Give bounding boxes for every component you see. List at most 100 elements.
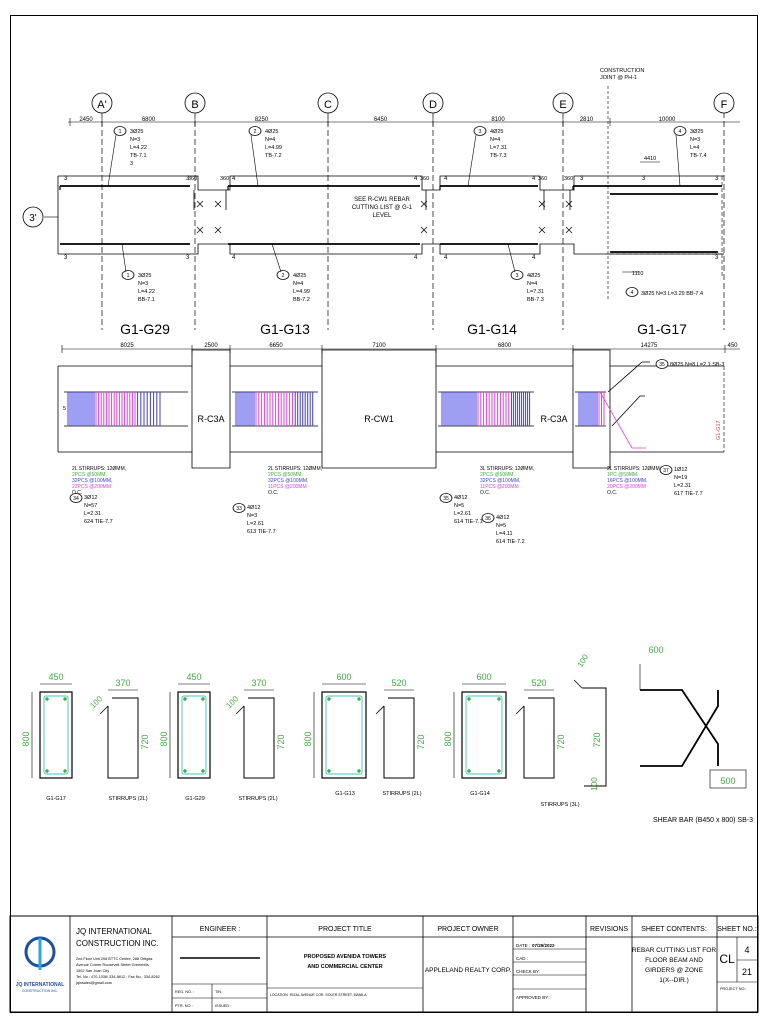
section-g29-outline bbox=[177, 691, 211, 779]
bottom-bar-label: 3Ø25 bbox=[138, 273, 151, 279]
tie-label: N=5 bbox=[454, 503, 464, 509]
shear-bar-dimbox bbox=[709, 769, 747, 789]
section-g14-rebar bbox=[467, 697, 471, 701]
elev-dim: 7100 bbox=[372, 343, 386, 349]
section-g29-rebar bbox=[183, 769, 187, 773]
top-bar-label: TB-7.1 bbox=[130, 153, 147, 159]
stirrup-note: 32PCS @100MM, bbox=[72, 478, 112, 484]
bar-tag-number: 36 bbox=[485, 516, 491, 522]
title-block-frame bbox=[9, 915, 759, 1013]
stirrup-3l-shape bbox=[582, 687, 607, 787]
project-title: AND COMMERCIAL CENTER bbox=[307, 964, 382, 970]
bar-tag-number: 1 bbox=[127, 273, 130, 279]
bottom-bar-label: 4Ø25 bbox=[527, 273, 540, 279]
elev-dim: 450 bbox=[727, 343, 738, 349]
section-g13-rebar bbox=[327, 769, 331, 773]
bar-tag-number: 3 bbox=[479, 129, 482, 135]
grid-bubble bbox=[184, 92, 206, 114]
company-address: jqinsales@gmail.com bbox=[75, 981, 112, 985]
label-leader bbox=[675, 134, 681, 187]
section-g17-height: 800 bbox=[21, 731, 31, 746]
bar-count: 5 bbox=[63, 406, 66, 412]
stirrup-3l-hook-top: 100 bbox=[576, 652, 591, 669]
cut-mark bbox=[538, 200, 546, 208]
bar-count: 4 bbox=[532, 255, 536, 261]
section-g13-width: 600 bbox=[336, 672, 351, 682]
tie-tag bbox=[439, 493, 453, 503]
label-leader bbox=[467, 134, 477, 187]
company-address: 1502 San Juan City bbox=[76, 969, 109, 973]
label-leader bbox=[507, 243, 516, 273]
dim-1110: 1110 bbox=[632, 271, 643, 277]
bar-tag-number: 4 bbox=[679, 129, 682, 135]
company-address: Avenue Corner Roosevelt Street Greenhill… bbox=[76, 963, 149, 967]
span-dim: 10000 bbox=[659, 117, 676, 123]
stirrup-g29-height: 720 bbox=[276, 734, 286, 749]
top-bar-label: 3Ø25 bbox=[690, 129, 703, 135]
approved-label: APPROVED BY : bbox=[516, 995, 551, 1000]
stirrup-note: 20PCS @200MM bbox=[607, 484, 646, 490]
tie-label: 4Ø12 bbox=[496, 515, 509, 521]
girder-name: G1-G29 bbox=[120, 321, 170, 337]
bar-count: 4 bbox=[532, 176, 536, 182]
project-title: PROPOSED AVENIDA TOWERS bbox=[304, 954, 387, 960]
top-bar-label: 3Ø25 bbox=[130, 129, 143, 135]
tie-label: 613 TIE-7.7 bbox=[247, 529, 276, 535]
stirrup-g17-height: 720 bbox=[140, 734, 150, 749]
location-label: LOCATION : bbox=[270, 993, 290, 997]
bottom-bar-label: N=4 bbox=[527, 281, 537, 287]
issued-label: ISSUED : bbox=[215, 1004, 231, 1008]
bottom-bar-tag bbox=[276, 270, 290, 280]
bottom-bar-label: BB-7.1 bbox=[138, 297, 155, 303]
bottom-bar-label: N=4 bbox=[293, 281, 303, 287]
section-g14-rebar bbox=[497, 697, 501, 701]
shear-bar-bottom: 500 bbox=[720, 776, 735, 786]
stirrup-g29-width: 370 bbox=[251, 678, 266, 688]
sheet-contents: REBAR CUTTING LIST FOR bbox=[632, 947, 716, 954]
top-bar-label: 4Ø25 bbox=[490, 129, 503, 135]
bar-count: 3 bbox=[715, 176, 719, 182]
reg-label: REG. NO. : bbox=[175, 990, 194, 994]
section-caption: G1-G29 bbox=[185, 796, 205, 802]
elev-dim: 2500 bbox=[204, 343, 218, 349]
bar-count: 3 bbox=[186, 176, 190, 182]
span-dim: 2450 bbox=[79, 117, 93, 123]
grid-label: F bbox=[721, 99, 728, 111]
stirrup-g17-shape bbox=[107, 697, 139, 779]
stirrup-g14-shape bbox=[523, 697, 555, 779]
section-g17-width: 450 bbox=[48, 672, 63, 682]
dim-360: 360 bbox=[420, 176, 429, 182]
section-g29-rebar bbox=[201, 697, 205, 701]
beam-bottom-outline bbox=[58, 243, 724, 255]
elev-bottom bbox=[58, 451, 724, 469]
location-value: RIZAL AVENUE COR. SOLER STREET, MANILA bbox=[290, 993, 367, 997]
elev-panel-label: R-C3A bbox=[540, 414, 567, 424]
row-bubble bbox=[22, 206, 44, 228]
company-address: 2nd Floor Unit 206 BTTC Centre, 288 Orti… bbox=[76, 957, 152, 961]
section-g29-rebar bbox=[183, 697, 187, 701]
dim-360: 360 bbox=[564, 176, 573, 182]
stirrup-note: 2PCS @50MM, bbox=[268, 472, 303, 478]
grid-label: B bbox=[191, 99, 198, 111]
stirrup-note: 2PCS @50MM, bbox=[480, 472, 515, 478]
bottom-bar-tag-g17 bbox=[625, 287, 639, 297]
section-g14-stirrup bbox=[465, 695, 503, 775]
stirrup-g14-hook bbox=[515, 705, 525, 715]
stirrup-g17-width: 370 bbox=[115, 678, 130, 688]
top-bar-tag bbox=[673, 126, 687, 136]
section-g14-height: 800 bbox=[443, 731, 453, 746]
grid-label: A' bbox=[97, 99, 106, 111]
section-g13-stirrup bbox=[325, 695, 363, 775]
bottom-bar-tag bbox=[510, 270, 524, 280]
shear-bar-caption: SHEAR BAR (B450 x 800) SB-3 bbox=[653, 817, 753, 824]
section-g13-rebar bbox=[327, 697, 331, 701]
section-g13-height: 800 bbox=[303, 731, 313, 746]
section-g29-rebar bbox=[201, 769, 205, 773]
bar-tag-number: 37 bbox=[663, 468, 669, 474]
stirrup-note: 16PCS @100MM, bbox=[607, 478, 647, 484]
top-bar-label: TB-7.2 bbox=[265, 153, 282, 159]
stirrup-g14-width: 520 bbox=[531, 678, 546, 688]
grid-bubble bbox=[91, 92, 113, 114]
grid-label: D bbox=[429, 99, 437, 111]
revisions-header: REVISIONS bbox=[590, 926, 628, 933]
